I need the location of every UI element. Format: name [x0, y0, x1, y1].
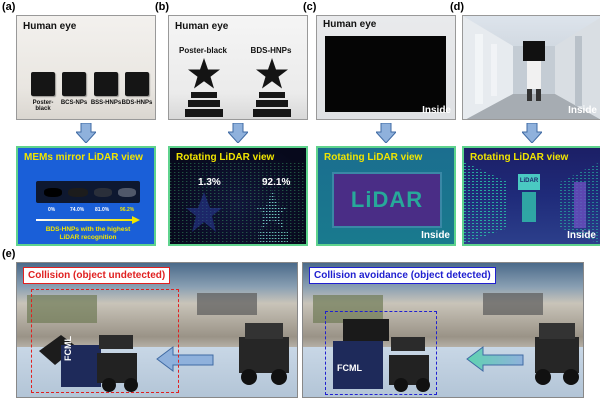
sample-label-poster-black: Poster- black — [32, 100, 54, 112]
collision-title: Collision (object undetected) — [23, 267, 171, 284]
collision-scene — [27, 293, 289, 392]
sample-label-bds-hnps: BDS-HNPs — [121, 100, 153, 106]
panel-a-title: Human eye — [23, 21, 77, 32]
undetected-region — [31, 289, 179, 393]
black-sheet — [325, 36, 446, 112]
lidar-a-caption-line2: LiDAR recognition — [59, 234, 117, 241]
star-label-bds-hnps: BDS-HNPs — [250, 46, 292, 55]
star-label-poster-black: Poster-black — [178, 46, 228, 55]
panel-label-d: (d) — [450, 1, 465, 13]
down-arrow-icon — [522, 123, 542, 143]
down-arrow-icon — [376, 123, 396, 143]
avoidance-scene — [313, 293, 579, 392]
panel-d-photo: Inside — [462, 15, 600, 120]
panel-c-inside: Inside — [422, 105, 451, 116]
star-base-right-3 — [253, 109, 291, 117]
star-base-left-3 — [185, 109, 223, 117]
panel-c-photo: Human eye Inside — [316, 15, 456, 120]
panel-label-a: (a) — [2, 1, 16, 13]
lidar-d-word: LiDAR — [519, 178, 539, 184]
lidar-d-view: LiDAR Rotating LiDAR view Inside — [462, 146, 600, 246]
panel-a-photo: Human eye Poster- black BCS-NPs BSS-HNPs… — [16, 15, 156, 120]
pct-bss-hnps: 81.0% — [95, 207, 110, 213]
star-base-left-1 — [191, 92, 217, 98]
lidar-b-title: Rotating LiDAR view — [176, 152, 275, 163]
scan-blob-bds-hnps — [118, 188, 136, 197]
lidar-d-pointcloud — [464, 162, 600, 244]
sample-bds-hnps — [125, 72, 149, 96]
avoidance-photo: FCML Collision avoidance (object detecte… — [302, 262, 584, 398]
lidar-a-title: MEMs mirror LiDAR view — [24, 152, 143, 163]
sample-label-bcs-nps: BCS-NPs — [60, 100, 88, 106]
sample-label-bss-hnps: BSS-HNPs — [90, 100, 122, 106]
down-arrow-icon — [228, 123, 248, 143]
panel-b-title: Human eye — [175, 21, 229, 32]
lidar-b-pointcloud — [170, 162, 306, 244]
lidar-a-view: MEMs mirror LiDAR view 0% 74.0% 81.0% 96… — [16, 146, 156, 246]
scan-blob-poster-black — [44, 188, 62, 197]
pct-poster-black: 0% — [48, 207, 56, 213]
panel-b-photo: Human eye Poster-black BDS-HNPs — [168, 15, 308, 120]
star-base-right-1 — [259, 92, 285, 98]
pct-bcs-nps: 74.0% — [70, 207, 85, 213]
lidar-a-caption-line1: BDS-HNPs with the highest — [45, 226, 131, 233]
panel-c-title: Human eye — [321, 19, 379, 30]
lidar-c-target: LiDAR — [332, 172, 442, 228]
lidar-d-title: Rotating LiDAR view — [470, 152, 569, 163]
lidar-c-view: Rotating LiDAR view LiDAR Inside — [316, 146, 456, 246]
scan-blob-bss-hnps — [94, 188, 112, 197]
lidar-c-inside: Inside — [421, 230, 450, 241]
pct-bds-hnps: 96.2% — [120, 207, 135, 213]
scan-blob-bcs-nps — [68, 188, 88, 197]
star-bds-hnps — [256, 58, 288, 89]
panel-d-inside: Inside — [568, 105, 597, 116]
box-logo-right: FCML — [337, 363, 362, 373]
lidar-a-caption: BDS-HNPs with the highest LiDAR recognit… — [22, 226, 154, 242]
star-base-left-2 — [188, 100, 220, 107]
lidar-b-pct-left: 1.3% — [198, 177, 221, 188]
increase-arrow-icon — [36, 216, 140, 224]
sample-bcs-nps — [62, 72, 86, 96]
lidar-c-title: Rotating LiDAR view — [324, 152, 423, 163]
sample-poster-black — [31, 72, 55, 96]
down-arrow-icon — [76, 123, 96, 143]
lidar-d-inside: Inside — [567, 230, 596, 241]
collision-photo: FCML Collision (object undetected) — [16, 262, 298, 398]
star-poster-black — [188, 58, 220, 89]
lidar-b-pct-right: 92.1% — [262, 177, 291, 188]
corridor-scene — [463, 16, 600, 119]
panel-label-e: (e) — [2, 248, 16, 260]
panel-label-b: (b) — [155, 1, 170, 13]
avoidance-title: Collision avoidance (object detected) — [309, 267, 496, 284]
star-base-right-2 — [256, 100, 288, 107]
lidar-c-word: LiDAR — [350, 187, 424, 212]
detected-region — [325, 311, 437, 395]
panel-label-c: (c) — [303, 1, 317, 13]
sample-bss-hnps — [94, 72, 118, 96]
mems-scan-strip — [36, 181, 140, 203]
lidar-b-view: Rotating LiDAR view 1.3% 92.1% — [168, 146, 308, 246]
